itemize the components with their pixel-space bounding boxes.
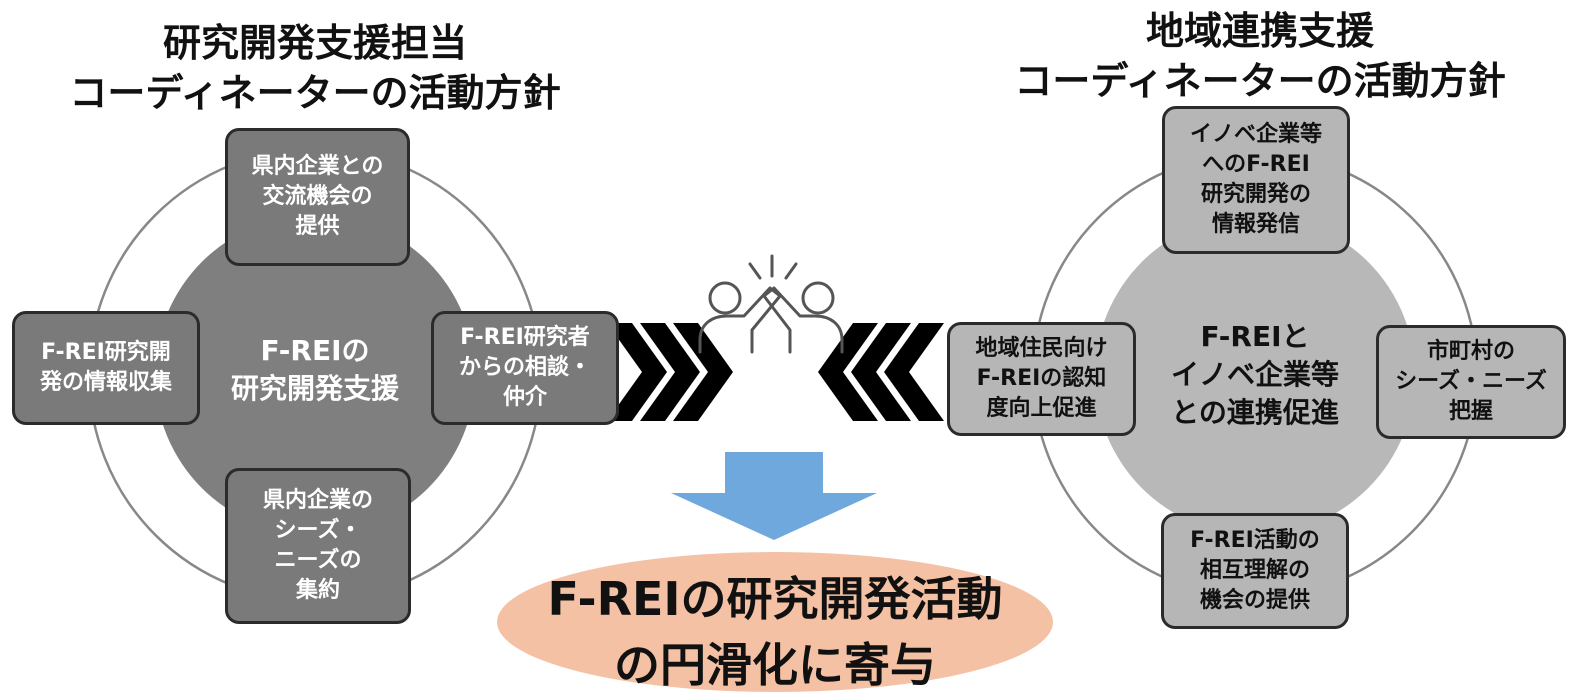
right-box-top: イノベ企業等 へのF-REI 研究開発の 情報発信 — [1162, 106, 1350, 254]
left-box-bottom: 県内企業の シーズ・ ニーズの 集約 — [225, 468, 411, 624]
left-center-line-2: 研究開発支援 — [230, 372, 399, 405]
high-five-icon — [698, 254, 844, 354]
right-box-top-line: 研究開発の — [1200, 182, 1311, 207]
left-title-line-2: コーディネーターの活動方針 — [69, 71, 561, 115]
result-line-2: の円滑化に寄与 — [614, 638, 936, 692]
left-box-left: F-REI研究開 発の情報収集 — [12, 311, 200, 425]
right-box-left-line: 地域住民向け — [975, 336, 1108, 361]
right-title: 地域連携支援 コーディネーターの活動方針 — [960, 6, 1560, 106]
left-box-right: F-REI研究者 からの相談・ 仲介 — [431, 311, 619, 425]
right-box-right-line: シーズ・ニーズ — [1395, 369, 1547, 394]
right-box-bottom-line: 機会の提供 — [1199, 588, 1310, 613]
left-box-bottom-line: 集約 — [295, 578, 340, 603]
right-box-top-line: 情報発信 — [1211, 212, 1300, 237]
left-box-top-line: 交流機会の — [262, 184, 373, 209]
left-title-line-1: 研究開発支援担当 — [162, 21, 467, 65]
chevrons-left-icon — [818, 323, 944, 421]
left-box-bottom-line: ニーズの — [274, 548, 362, 573]
chevrons-right-icon — [607, 323, 733, 421]
left-center-line-1: F-REIの — [260, 334, 370, 367]
right-box-left: 地域住民向け F-REIの認知 度向上促進 — [947, 322, 1136, 436]
left-box-left-line: F-REI研究開 — [41, 340, 171, 365]
right-box-left-line: F-REIの認知 — [976, 366, 1107, 391]
right-center-line-2: イノベ企業等 — [1170, 358, 1339, 391]
right-box-bottom-line: 相互理解の — [1199, 558, 1310, 583]
right-title-line-1: 地域連携支援 — [1145, 9, 1374, 53]
left-center-label: F-REIの 研究開発支援 — [195, 332, 435, 408]
right-box-right: 市町村の シーズ・ニーズ 把握 — [1376, 325, 1566, 439]
left-title: 研究開発支援担当 コーディネーターの活動方針 — [20, 18, 610, 118]
left-box-bottom-line: 県内企業の — [262, 488, 373, 513]
right-box-bottom-line: F-REI活動の — [1190, 528, 1320, 553]
right-center-line-3: との連携促進 — [1171, 396, 1339, 429]
left-box-top: 県内企業との 交流機会の 提供 — [225, 128, 410, 266]
result-text: F-REIの研究開発活動 の円滑化に寄与 — [500, 566, 1050, 698]
right-center-circle — [1095, 215, 1415, 535]
left-box-left-line: 発の情報収集 — [39, 370, 172, 395]
left-box-right-line: からの相談・ — [458, 355, 591, 380]
right-box-top-line: へのF-REI — [1202, 152, 1310, 177]
arrow-down-icon — [671, 452, 877, 540]
right-box-left-line: 度向上促進 — [986, 396, 1097, 421]
right-center-label: F-REIと イノベ企業等 との連携促進 — [1135, 318, 1375, 432]
left-box-bottom-line: シーズ・ — [274, 518, 362, 543]
right-center-line-1: F-REIと — [1200, 320, 1310, 353]
result-line-1: F-REIの研究開発活動 — [547, 572, 1003, 626]
left-box-right-line: F-REI研究者 — [460, 325, 590, 350]
right-box-top-line: イノベ企業等 — [1189, 122, 1322, 147]
left-box-top-line: 県内企業との — [251, 154, 384, 179]
left-box-right-line: 仲介 — [502, 385, 547, 410]
left-box-top-line: 提供 — [295, 214, 340, 239]
left-center-circle — [155, 215, 475, 535]
result-ellipse — [497, 552, 1053, 692]
right-box-right-line: 市町村の — [1426, 339, 1515, 364]
right-title-line-2: コーディネーターの活動方針 — [1014, 59, 1506, 103]
right-box-bottom: F-REI活動の 相互理解の 機会の提供 — [1161, 513, 1349, 629]
right-box-right-line: 把握 — [1448, 399, 1493, 424]
